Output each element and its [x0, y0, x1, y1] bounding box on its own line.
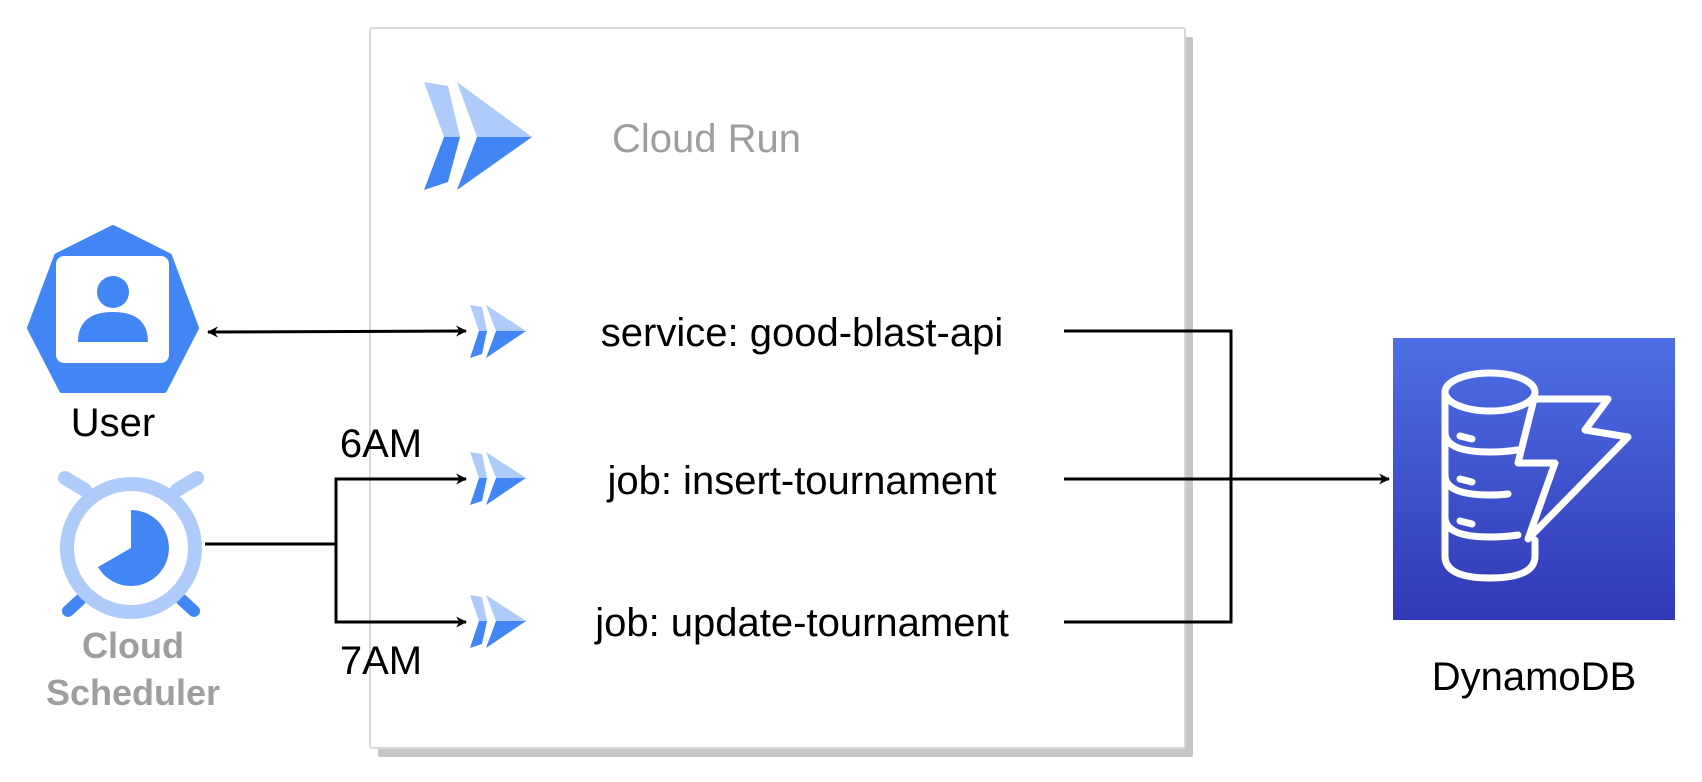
alarm-clock-icon: [58, 471, 204, 619]
edge-label-6am: 6AM: [340, 422, 422, 466]
scheduler-node: Cloud Scheduler: [46, 471, 220, 713]
job-insert-label: job: insert-tournament: [606, 459, 996, 503]
dynamodb-node: DynamoDB: [1393, 338, 1675, 699]
dynamodb-icon: [1441, 369, 1632, 582]
cloud-run-small-icon: [470, 595, 526, 648]
edge-scheduler-insert: [205, 473, 468, 546]
edge-update-dynamodb: [1064, 479, 1233, 624]
cloud-run-container: [369, 27, 1193, 757]
job-update-label: job: update-tournament: [594, 601, 1009, 645]
edges: [205, 325, 1391, 628]
edge-service-dynamodb: [1064, 329, 1233, 479]
container-box: [369, 27, 1186, 749]
scheduler-label-line2: Scheduler: [46, 672, 220, 713]
edge-user-service: [206, 325, 468, 338]
scheduler-label-line1: Cloud: [82, 625, 184, 666]
cloud-run-small-icon: [470, 305, 526, 358]
user-node: User: [27, 225, 199, 445]
container-title: Cloud Run: [612, 117, 801, 161]
cloud-run-small-icon: [470, 452, 526, 505]
cloud-run-icon: [424, 82, 532, 190]
edge-label-7am: 7AM: [340, 639, 422, 683]
dynamodb-tile: [1393, 338, 1675, 620]
user-label: User: [71, 401, 155, 445]
dynamodb-label: DynamoDB: [1432, 655, 1637, 699]
edge-scheduler-update: [334, 544, 468, 628]
service-api-label: service: good-blast-api: [601, 311, 1003, 355]
